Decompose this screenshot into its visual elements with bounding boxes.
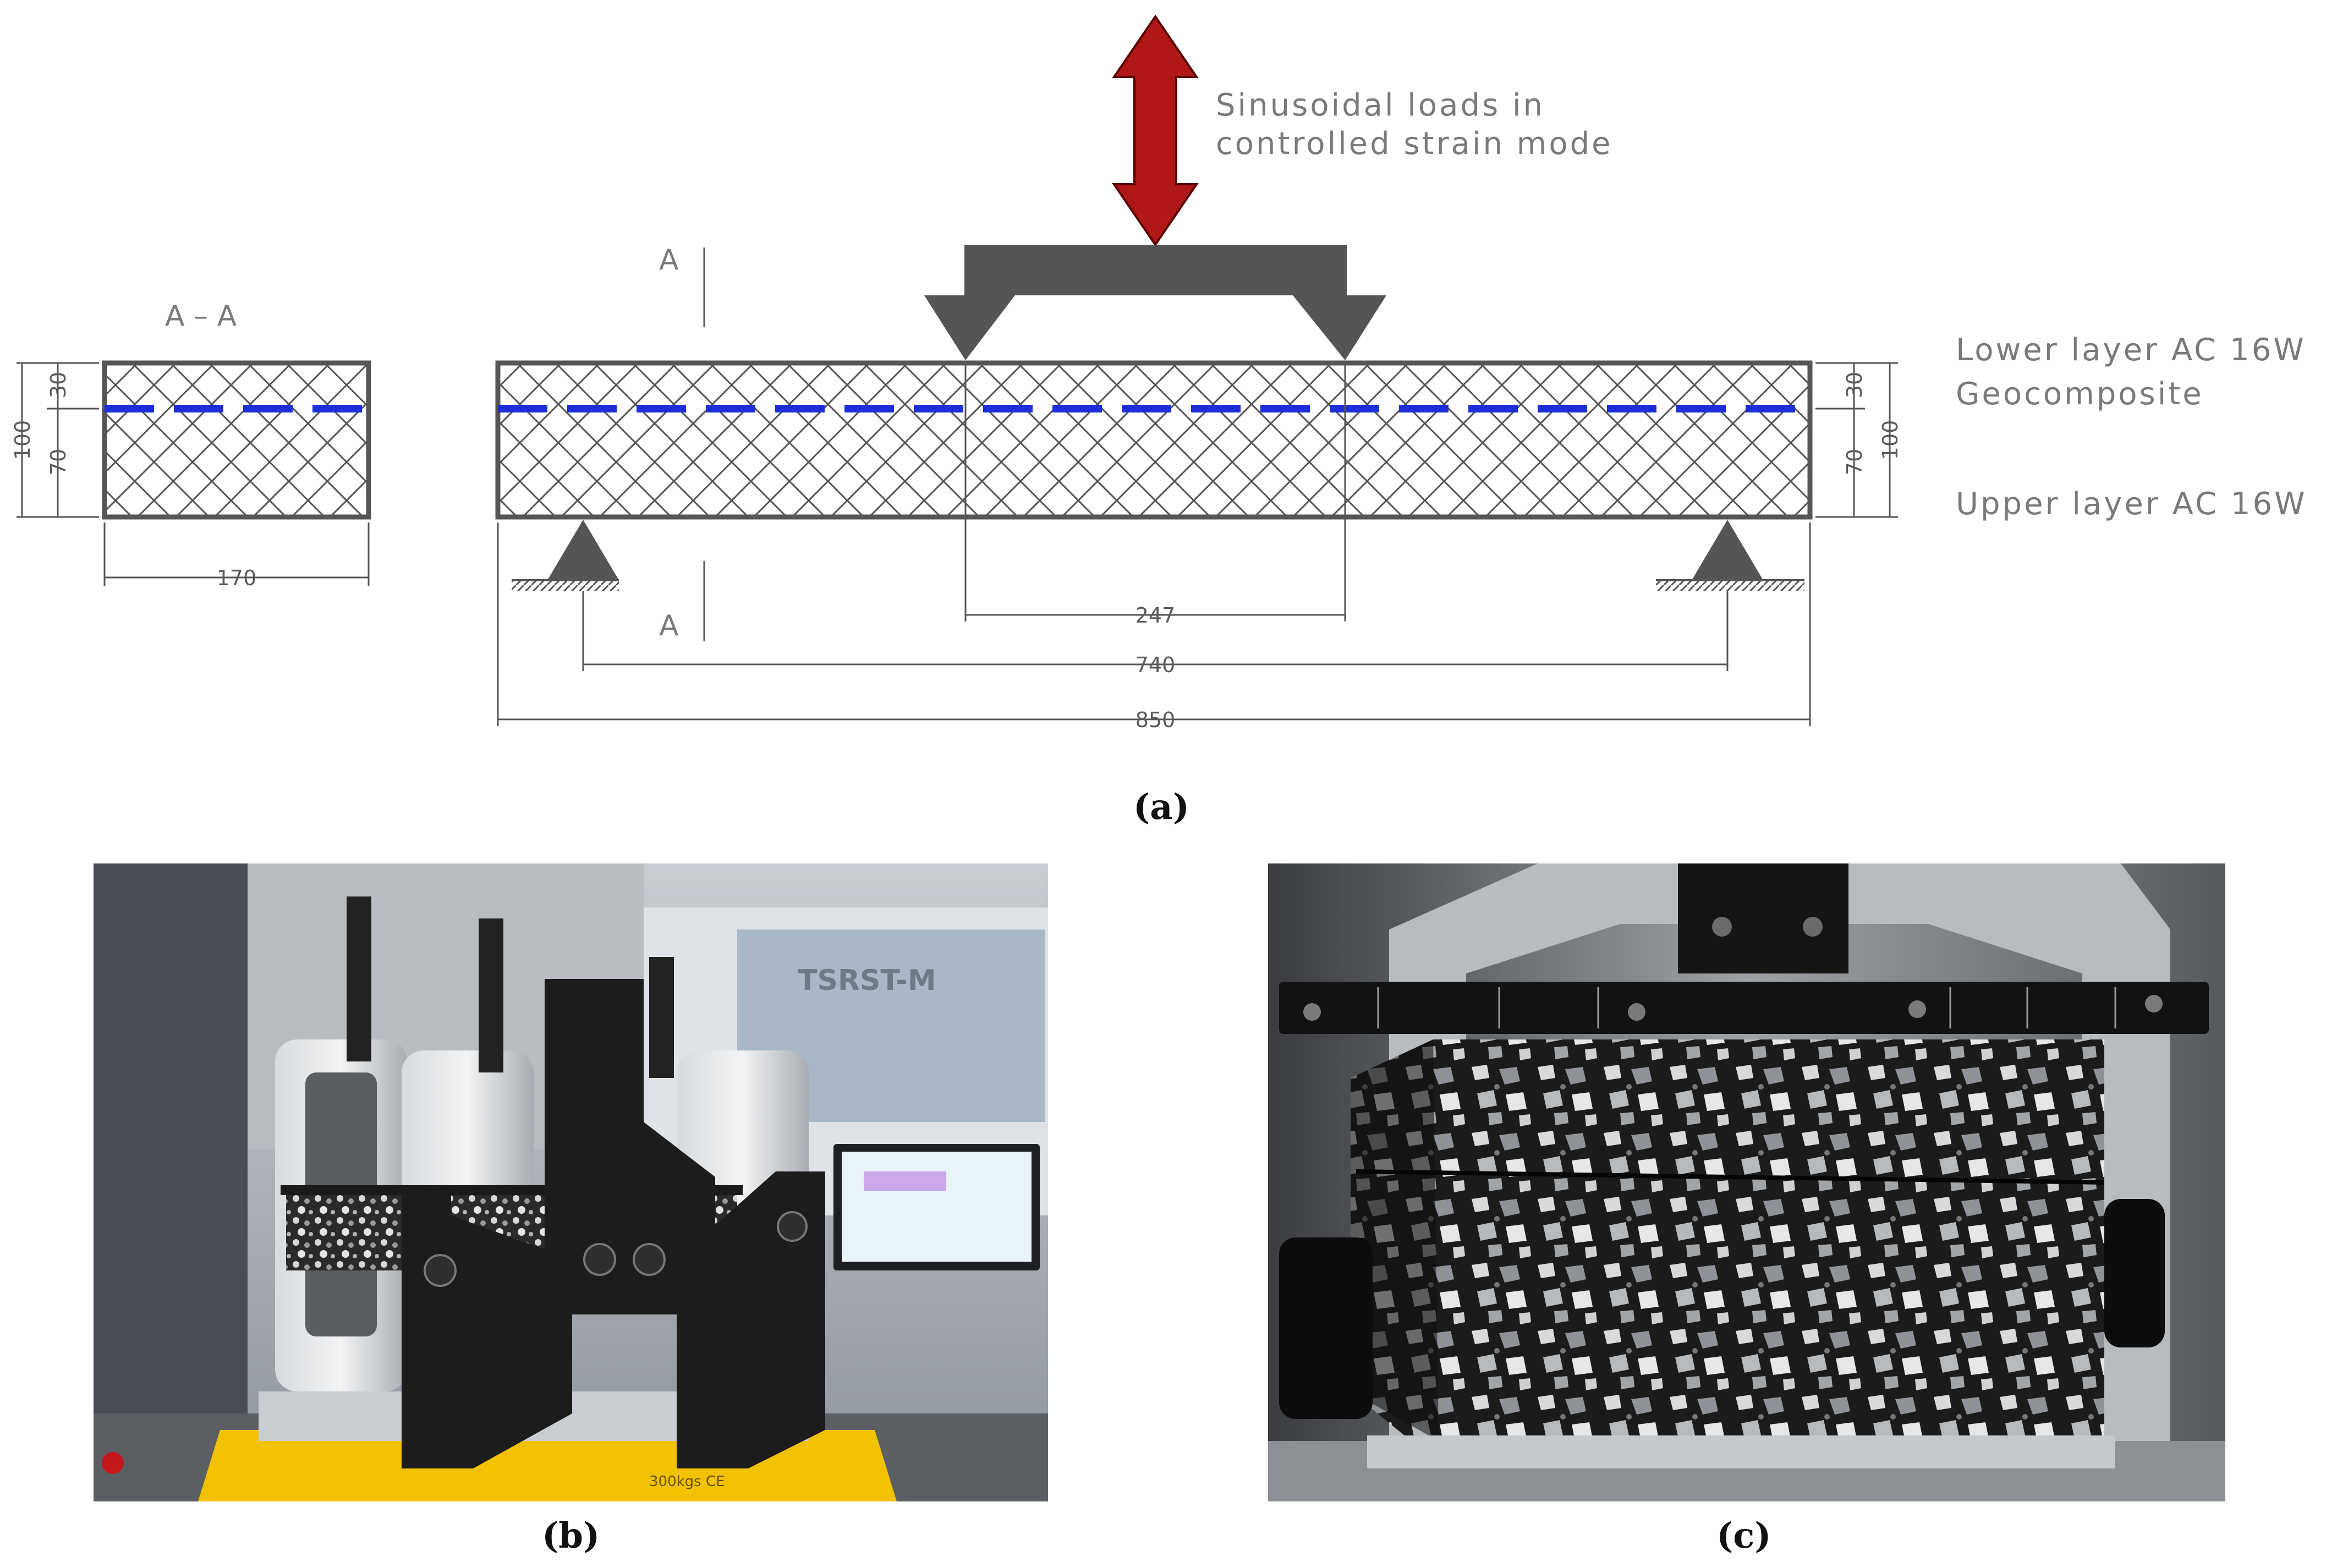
layer-label-interlayer: Geocomposite [1956, 376, 2204, 412]
panel-label-c: (c) [1716, 1515, 1771, 1556]
section-mark-top: A [659, 244, 679, 277]
layer-label-upper: Upper layer AC 16W [1956, 486, 2307, 522]
sinusoidal-load-arrow [1112, 14, 1199, 247]
beam-length-dimension: 850 [1135, 708, 1176, 732]
cross-section-specimen [102, 360, 371, 520]
horizontal-dimensions [497, 522, 1811, 726]
photo-specimen-closeup [1268, 863, 2225, 1501]
beam-total-height: 100 [1878, 420, 1902, 460]
panel-label-a: (a) [1133, 786, 1190, 828]
cross-section-height-dimensions [17, 362, 99, 518]
machine-label: TSRST-M [798, 964, 936, 997]
cross-section-top-layer: 30 [46, 372, 70, 398]
beam-specimen [495, 360, 1813, 520]
load-note-line1: Sinusoidal loads in [1216, 87, 1545, 123]
cross-section-bottom-layer: 70 [46, 449, 70, 475]
load-span-dimension: 247 [1135, 603, 1176, 628]
panel-label-b: (b) [542, 1515, 600, 1556]
load-note-line2: controlled strain mode [1216, 126, 1613, 162]
beam-height-dimensions [1815, 362, 1898, 518]
cross-section-width-dimension [103, 522, 370, 586]
section-title: A – A [165, 300, 237, 333]
load-point-lines [964, 363, 1346, 621]
right-support [1656, 520, 1804, 591]
four-point-bending-diagram: Sinusoidal loads in controlled strain mo… [10, 14, 2307, 732]
beam-bottom-layer: 70 [1842, 449, 1867, 475]
layer-label-lower: Lower layer AC 16W [1956, 332, 2306, 368]
loading-frame [924, 245, 1386, 360]
section-mark-bottom: A [659, 609, 679, 642]
support-span-dimension: 740 [1135, 653, 1176, 677]
cross-section-total-height: 100 [10, 420, 35, 460]
cross-section-width: 170 [217, 566, 257, 590]
plate-label: 300kgs CE [649, 1473, 725, 1490]
beam-top-layer: 30 [1842, 372, 1867, 398]
left-support [512, 520, 619, 591]
photo-test-apparatus: TSRST-M 300kgs CE [94, 863, 1048, 1501]
